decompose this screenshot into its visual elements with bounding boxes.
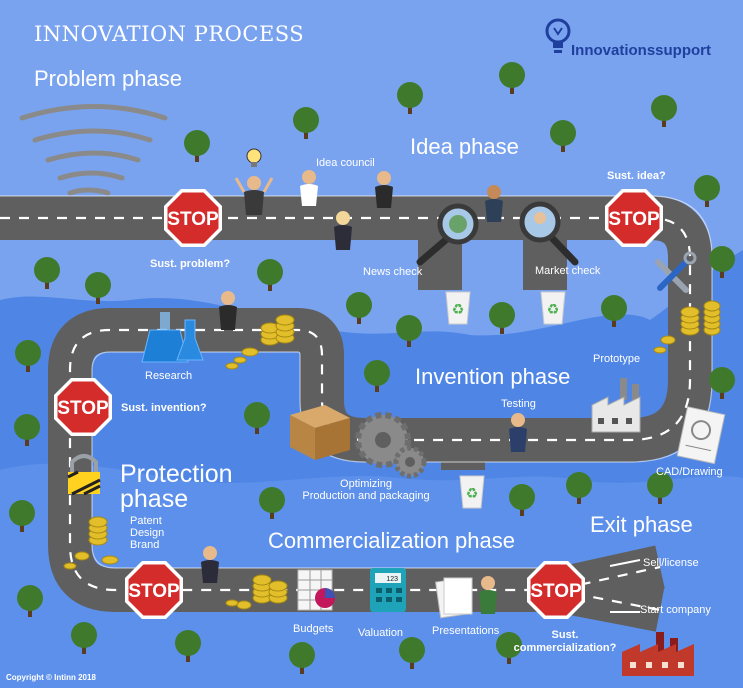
calculator-display: 123 xyxy=(386,576,398,583)
tree-icon xyxy=(364,360,390,392)
recycle-bin-icon: ♻ xyxy=(541,292,565,324)
checkpoint-idea: Sust. idea? xyxy=(607,170,666,183)
stop-sign-problem: STOP xyxy=(164,189,222,247)
stop-sign-idea: STOP xyxy=(605,189,663,247)
stop-sign-protection: STOP xyxy=(125,561,183,619)
label-prototype: Prototype xyxy=(593,353,640,366)
person-icon-council xyxy=(485,185,503,222)
tree-icon xyxy=(396,315,422,347)
phase-title-problem: Problem phase xyxy=(34,66,182,91)
phase-title-invention: Invention phase xyxy=(415,364,570,389)
checkpoint-commercialization-line1: Sust. xyxy=(505,629,625,642)
checkpoint-problem: Sust. problem? xyxy=(150,258,230,271)
papers-icon xyxy=(436,578,472,618)
label-start-company: Start company xyxy=(640,604,711,617)
label-presentations: Presentations xyxy=(432,625,499,638)
person-icon-council xyxy=(375,171,393,208)
factory-icon-prototype xyxy=(592,378,640,432)
svg-text:♻: ♻ xyxy=(452,302,465,318)
tree-icon xyxy=(601,295,627,327)
stop-label: STOP xyxy=(530,581,582,602)
svg-text:♻: ♻ xyxy=(547,302,560,318)
label-design: Design xyxy=(130,527,164,540)
label-budgets: Budgets xyxy=(293,623,333,636)
label-valuation: Valuation xyxy=(358,627,403,640)
svg-text:♻: ♻ xyxy=(466,486,479,502)
checkpoint-commercialization-line2: commercialization? xyxy=(495,642,635,655)
label-testing: Testing xyxy=(501,398,536,411)
person-icon-tester xyxy=(509,413,527,452)
stop-label: STOP xyxy=(128,581,180,602)
person-icon-presenter xyxy=(479,576,497,614)
stop-sign-commercialization: STOP xyxy=(527,561,585,619)
calculator-icon: 123 xyxy=(370,568,406,612)
phase-title-commercialization: Commercialization phase xyxy=(268,528,515,553)
tree-icon xyxy=(709,367,735,399)
label-patent: Patent xyxy=(130,515,162,528)
stop-label: STOP xyxy=(608,209,660,230)
label-research: Research xyxy=(145,370,192,383)
stop-sign-invention: STOP xyxy=(54,378,112,436)
label-optimizing: Optimizing xyxy=(296,478,436,491)
recycle-bin-icon: ♻ xyxy=(446,292,470,324)
stop-label: STOP xyxy=(57,398,109,419)
brand-name: Innovationssupport xyxy=(571,42,711,59)
label-brand: Brand xyxy=(130,539,159,552)
person-icon-protection xyxy=(201,546,219,583)
label-market-check: Market check xyxy=(535,265,600,278)
tree-icon xyxy=(15,340,41,372)
tree-icon xyxy=(709,246,735,278)
brand-logo: Innovationssupport xyxy=(545,18,730,63)
phase-title-exit: Exit phase xyxy=(590,512,693,537)
label-cad-drawing: CAD/Drawing xyxy=(656,466,723,479)
label-idea-council: Idea council xyxy=(316,157,375,170)
label-production-packaging: Production and packaging xyxy=(286,490,446,503)
spreadsheet-icon xyxy=(298,570,335,610)
label-sell-license: Sell/license xyxy=(643,557,699,570)
checkpoint-invention: Sust. invention? xyxy=(121,402,207,415)
tree-icon xyxy=(14,414,40,446)
page-title: INNOVATION PROCESS xyxy=(34,22,304,46)
phase-title-idea: Idea phase xyxy=(410,134,519,159)
person-icon-council xyxy=(300,170,318,206)
lightbulb-logo-icon xyxy=(545,18,571,58)
person-icon-researcher xyxy=(219,291,237,330)
person-icon-council xyxy=(334,211,352,250)
stop-label: STOP xyxy=(167,209,219,230)
tree-icon xyxy=(244,402,270,434)
recycle-bin-icon: ♻ xyxy=(460,476,484,508)
copyright-text: Copyright © Intinn 2018 xyxy=(6,673,96,682)
phase-title-protection-line2: phase xyxy=(120,485,188,514)
label-news-check: News check xyxy=(363,266,422,279)
